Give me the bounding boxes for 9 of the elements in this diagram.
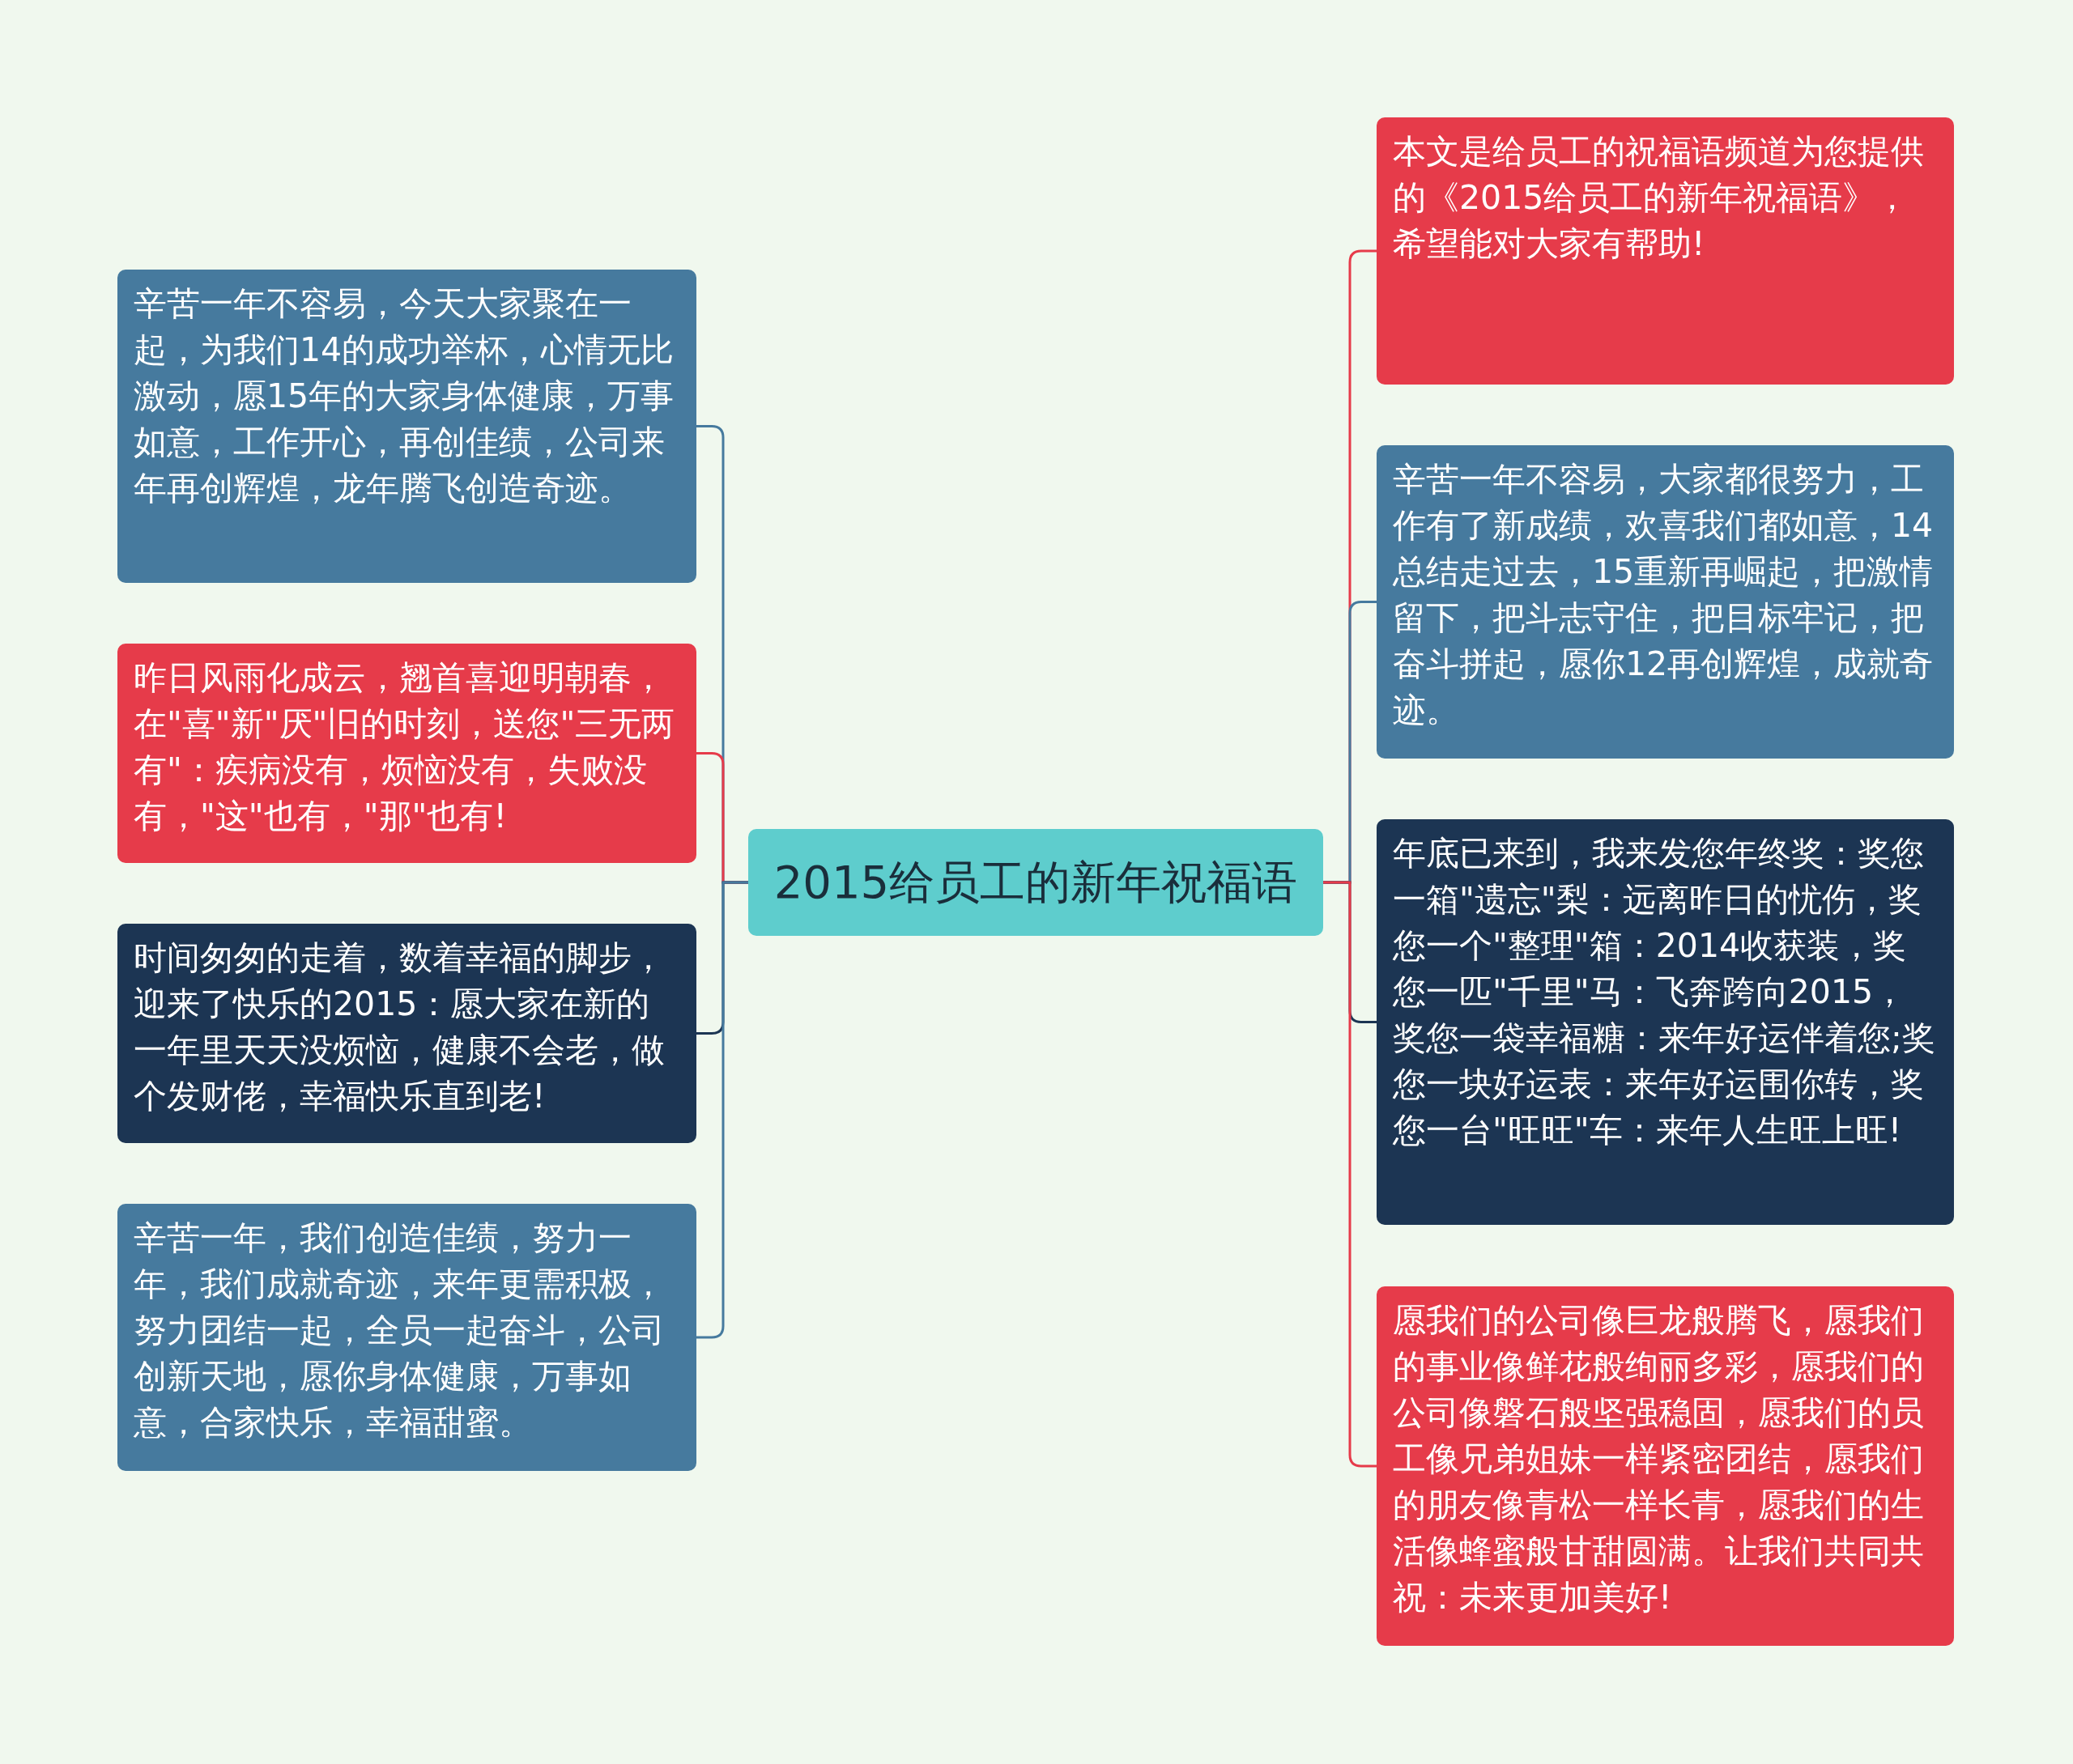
message-box: 年底已来到，我来发您年终奖：奖您一箱"遗忘"梨：远离昨日的忧伤，奖您一个"整理"箱：2014收获装，奖您一匹"千里"马：飞奔跨向2015，奖您一袋幸福糖：来年好运伴着您;奖您一块好运表：来年好运围你转，奖您一台"旺旺"车：来年人生旺上旺! [1377,819,1954,1225]
message-box: 辛苦一年不容易，大家都很努力，工作有了新成绩，欢喜我们都如意，14总结走过去，15重新再崛起，把激情留下，把斗志守住，把目标牢记，把奋斗拼起，愿你12再创辉煌，成就奇迹。 [1377,445,1954,759]
message-box: 辛苦一年不容易，今天大家聚在一起，为我们14的成功举杯，心情无比激动，愿15年的大家身体健康，万事如意，工作开心，再创佳绩，公司来年再创辉煌，龙年腾飞创造奇迹。 [117,270,696,583]
topic-box: 2015给员工的新年祝福语 [748,829,1323,936]
message-box: 辛苦一年，我们创造佳绩，努力一年，我们成就奇迹，来年更需积极，努力团结一起，全员一起奋斗，公司创新天地，愿你身体健康，万事如意，合家快乐，幸福甜蜜。 [117,1204,696,1471]
message-box: 愿我们的公司像巨龙般腾飞，愿我们的事业像鲜花般绚丽多彩，愿我们的公司像磐石般坚强稳固，愿我们的员工像兄弟姐妹一样紧密团结，愿我们的朋友像青松一样长青，愿我们的生活像蜂蜜般甘甜圆满。让我们共同共祝：未来更加美好! [1377,1286,1954,1646]
message-box: 本文是给员工的祝福语频道为您提供的《2015给员工的新年祝福语》，希望能对大家有帮助! [1377,117,1954,385]
message-box: 昨日风雨化成云，翘首喜迎明朝春，在"喜"新"厌"旧的时刻，送您"三无两有"：疾病没有，烦恼没有，失败没有，"这"也有，"那"也有! [117,644,696,863]
message-box: 时间匆匆的走着，数着幸福的脚步，迎来了快乐的2015：愿大家在新的一年里天天没烦恼，健康不会老，做个发财佬，幸福快乐直到老! [117,924,696,1143]
